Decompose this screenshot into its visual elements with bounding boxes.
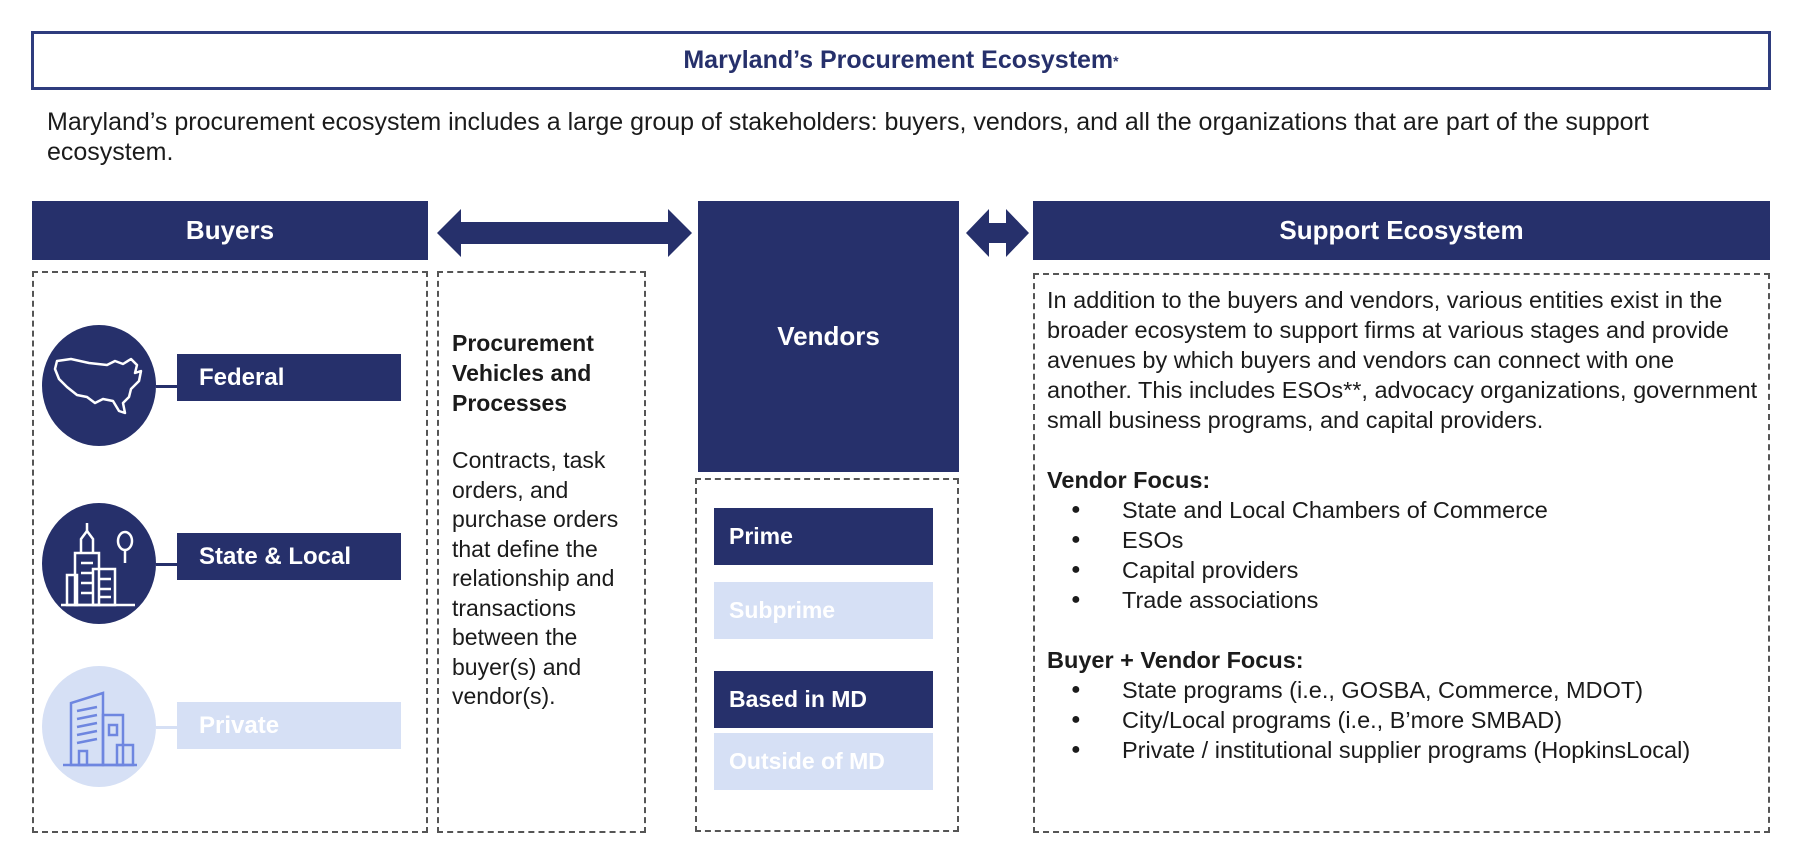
vendor-types-panel [695,478,959,832]
state-local-circle [42,503,156,624]
page-title: Maryland’s Procurement Ecosystem* [31,31,1771,90]
procurement-vehicles-description: Contracts, task orders, and purchase ord… [452,447,619,709]
vendor-tag-based-in-md: Based in MD [714,671,933,728]
short-double-arrow-icon [966,209,1029,257]
state-local-connector [156,563,178,566]
title-text: Maryland’s Procurement Ecosystem [683,46,1114,74]
vendor-tag-subprime: Subprime [714,582,933,639]
buyer-tag-private: Private [177,702,401,749]
double-arrow-icon [437,209,692,257]
vendor-focus-title: Vendor Focus: [1047,467,1211,493]
list-item: Capital providers [1047,555,1762,585]
federal-circle [42,325,156,446]
buyers-panel [32,271,428,833]
support-ecosystem-content: In addition to the buyers and vendors, v… [1047,285,1762,765]
buyer-tag-state-local: State & Local [177,533,401,580]
list-item: City/Local programs (i.e., B’more SMBAD) [1047,705,1762,735]
vendors-label: Vendors [777,321,880,351]
procurement-vehicles-panel [437,271,646,833]
intro-text: Maryland’s procurement ecosystem include… [47,108,1649,166]
vendors-box: Vendors [698,201,959,472]
list-item: State programs (i.e., GOSBA, Commerce, M… [1047,675,1762,705]
buyers-header: Buyers [32,201,428,260]
private-connector [156,726,178,729]
private-circle [42,666,156,787]
vendor-tag-prime: Prime [714,508,933,565]
vendor-focus-list: State and Local Chambers of Commerce ESO… [1047,495,1762,615]
buyer-vendor-focus-list: State programs (i.e., GOSBA, Commerce, M… [1047,675,1762,765]
support-ecosystem-header: Support Ecosystem [1033,201,1770,260]
buyer-vendor-focus-title: Buyer + Vendor Focus: [1047,647,1304,673]
federal-connector [156,385,178,388]
procurement-vehicles-title: Procurement Vehicles and Processes [452,330,594,416]
office-building-icon [63,690,137,766]
buyer-tag-federal: Federal [177,354,401,401]
support-description: In addition to the buyers and vendors, v… [1047,287,1758,433]
us-map-icon [53,357,143,414]
vendor-tag-outside-md: Outside of MD [714,733,933,790]
support-ecosystem-panel [1033,273,1770,833]
list-item: Trade associations [1047,585,1762,615]
list-item: Private / institutional supplier program… [1047,735,1762,765]
list-item: State and Local Chambers of Commerce [1047,495,1762,525]
list-item: ESOs [1047,525,1762,555]
city-buildings-icon [61,522,135,606]
title-footnote-mark: * [1113,52,1119,69]
